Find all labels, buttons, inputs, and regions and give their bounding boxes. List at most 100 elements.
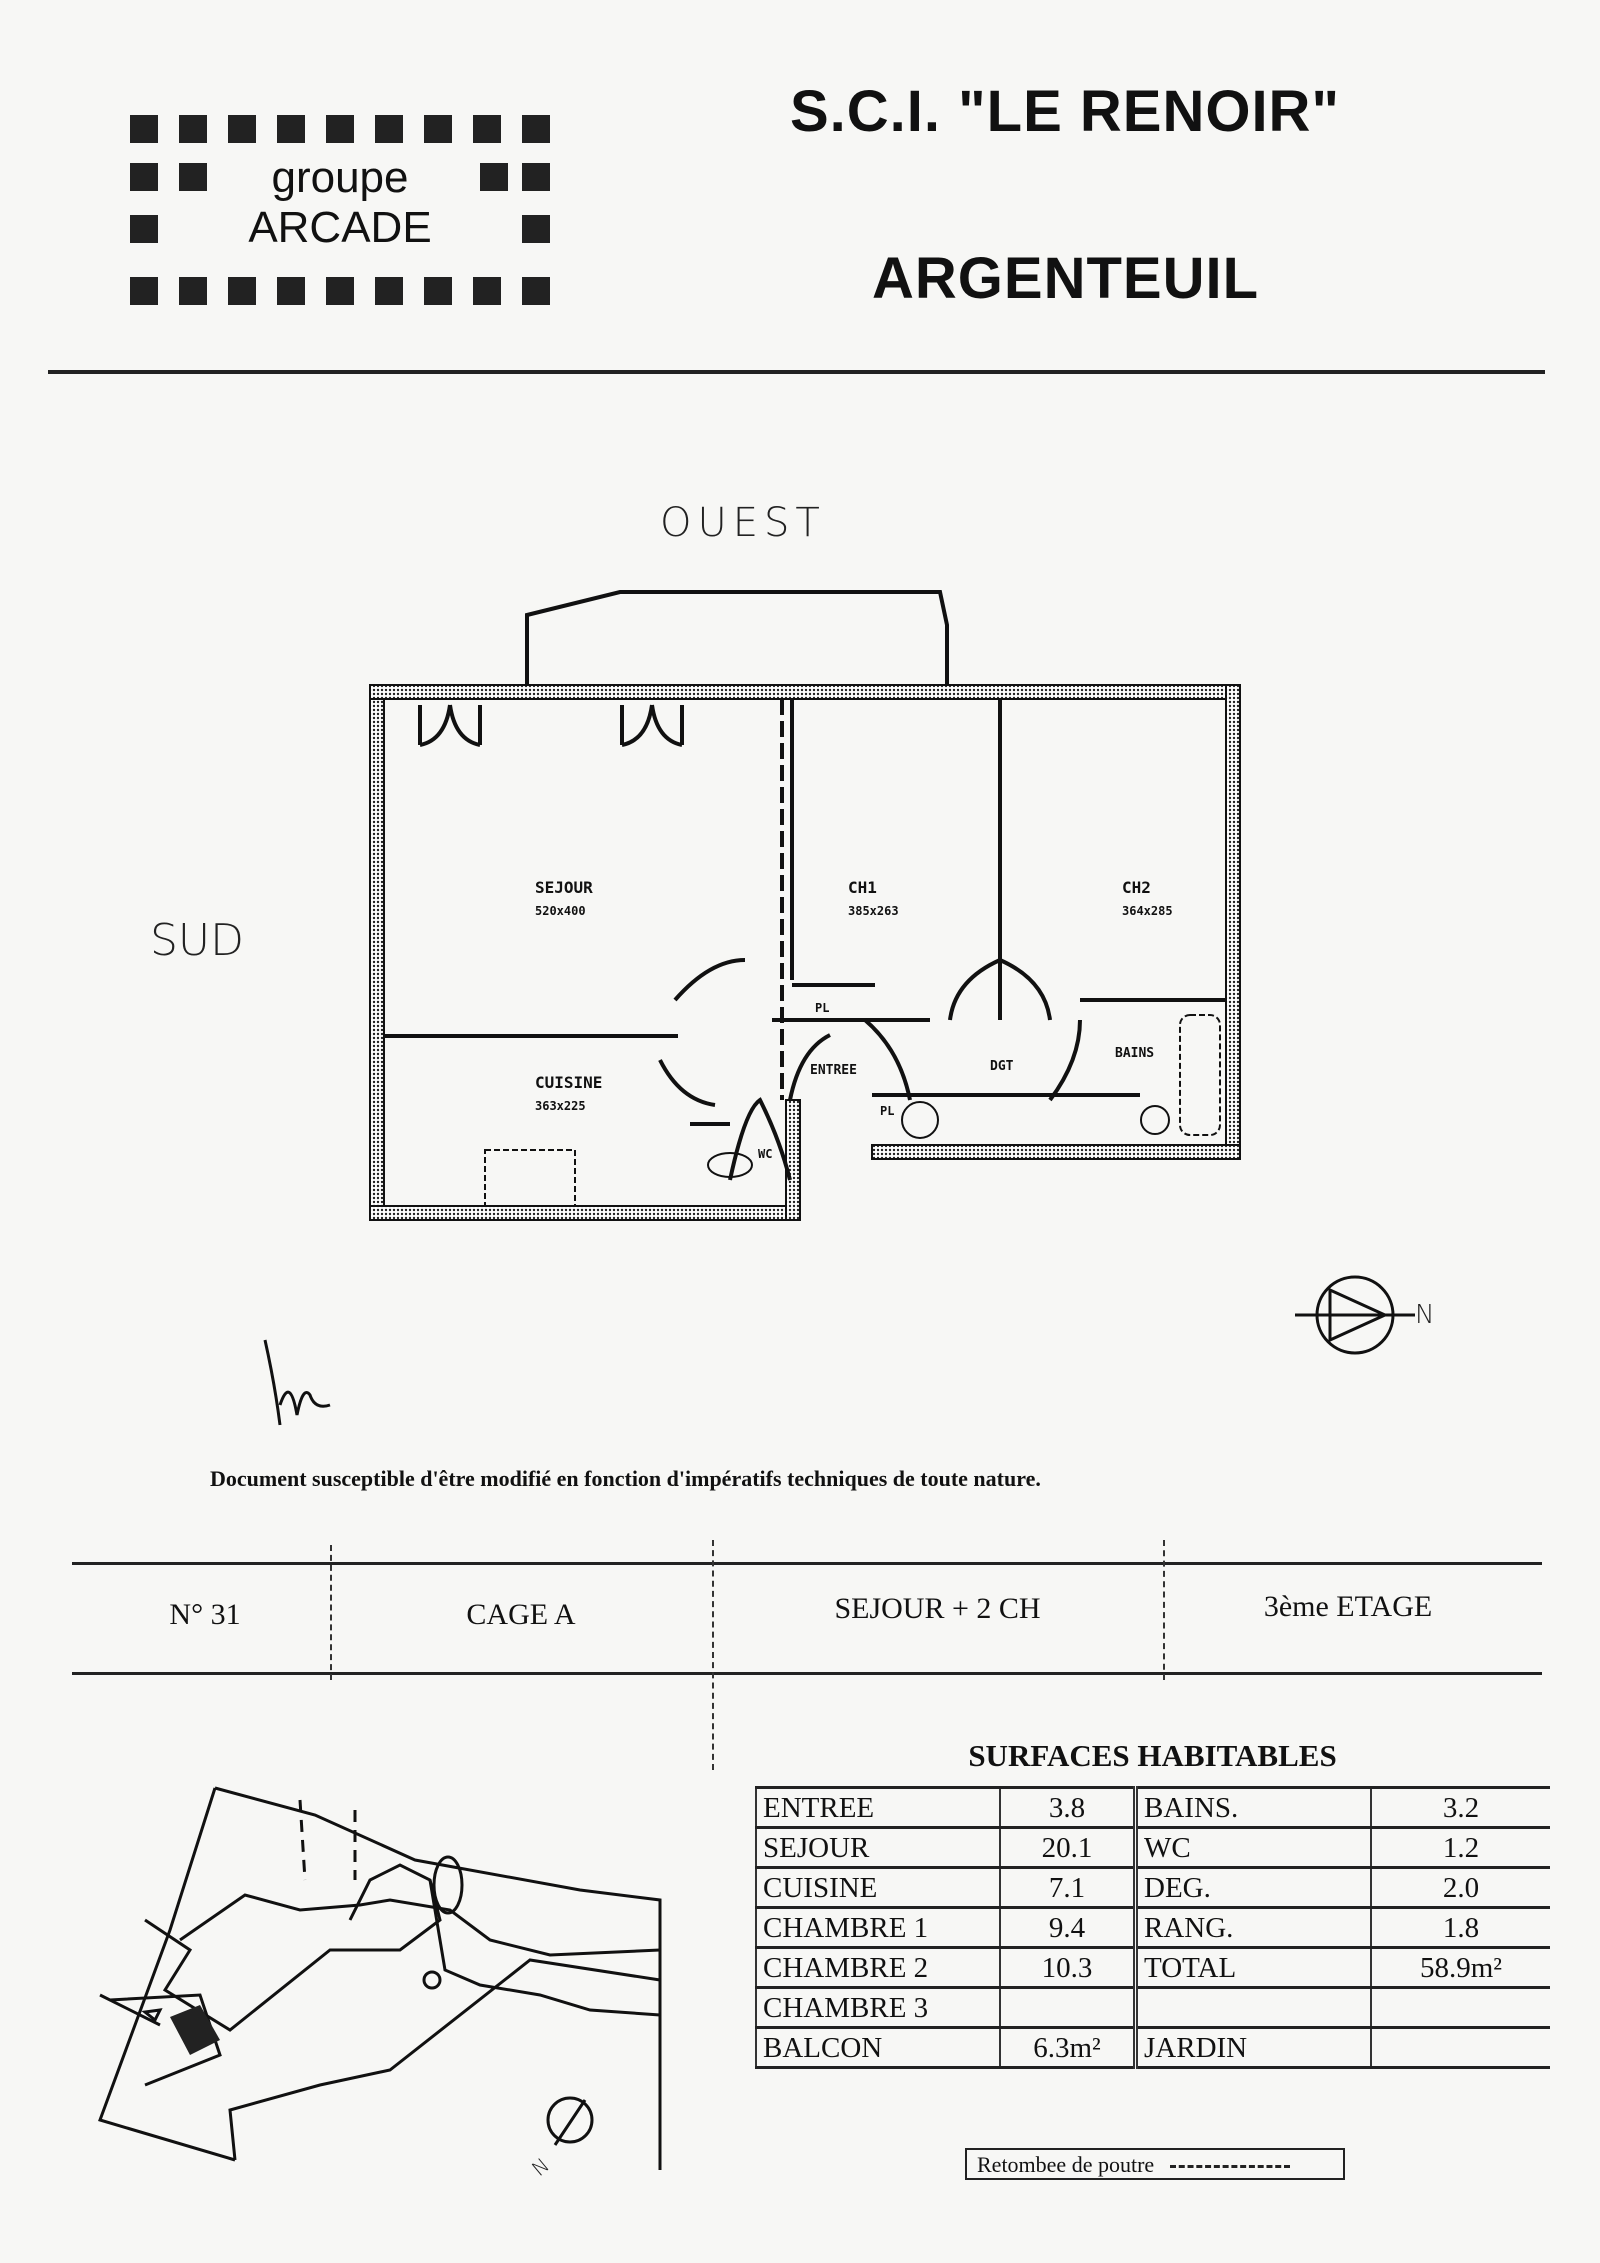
- room-label-ch2: CH2: [1122, 878, 1151, 897]
- logo-square: [522, 163, 550, 191]
- logo-square: [522, 215, 550, 243]
- info-divider: [1163, 1540, 1165, 1680]
- room-label-bains: BAINS: [1115, 1046, 1154, 1061]
- surface-value: 3.8: [999, 1786, 1136, 1829]
- retombee-legend: Retombee de poutre: [965, 2148, 1345, 2180]
- room-label-ch1: CH1: [848, 878, 877, 897]
- compass-north-label: N: [1415, 1300, 1435, 1330]
- room-dims-cuisine: 363x225: [535, 1099, 586, 1113]
- surface-value: 7.1: [999, 1866, 1136, 1909]
- retombee-label: Retombee de poutre: [977, 2152, 1155, 2177]
- logo-square: [375, 277, 403, 305]
- surface-row: CHAMBRE 3: [755, 1986, 1550, 2029]
- logo-line2: ARCADE: [248, 203, 432, 252]
- surface-value: [999, 1986, 1136, 2029]
- surfaces-title: SURFACES HABITABLES: [968, 1738, 1337, 1773]
- compass-icon: [1295, 1275, 1415, 1355]
- logo-square: [424, 115, 452, 143]
- surface-value2: 2.0: [1370, 1866, 1550, 1909]
- logo-square: [277, 115, 305, 143]
- logo-square: [326, 115, 354, 143]
- logo-square: [228, 277, 256, 305]
- logo-square: [480, 163, 508, 191]
- logo-line1: groupe: [271, 153, 409, 202]
- handwritten-signature: [263, 1339, 331, 1426]
- surface-label2: BAINS.: [1133, 1786, 1371, 1829]
- info-divider: [330, 1545, 332, 1680]
- room-label-dgt: DGT: [990, 1059, 1014, 1074]
- surface-label: CHAMBRE 1: [755, 1906, 1000, 1949]
- logo-square: [130, 215, 158, 243]
- surface-value: 10.3: [999, 1946, 1136, 1989]
- logo-square: [130, 115, 158, 143]
- room-dims-ch1: 385x263: [848, 904, 899, 918]
- logo-square: [130, 163, 158, 191]
- apartment-number: N° 31: [169, 1598, 241, 1631]
- site-map: [98, 1786, 662, 2170]
- floor-level: 3ème ETAGE: [1263, 1590, 1433, 1623]
- logo-square: [130, 277, 158, 305]
- building-location-marker: [170, 2005, 220, 2055]
- surface-value2: 1.8: [1370, 1906, 1550, 1949]
- surface-label: SEJOUR: [755, 1826, 1000, 1869]
- room-dims-sejour: 520x400: [535, 904, 586, 918]
- dashed-beam-icon: [1169, 2165, 1290, 2169]
- surface-label2: TOTAL: [1133, 1946, 1371, 1989]
- logo-square: [522, 277, 550, 305]
- room-label-entree: ENTREE: [810, 1063, 857, 1078]
- surface-value: 20.1: [999, 1826, 1136, 1869]
- logo-square: [326, 277, 354, 305]
- header-divider: [48, 370, 1545, 374]
- disclaimer-text: Document susceptible d'être modifié en f…: [210, 1466, 1041, 1491]
- orientation-sud: SUD: [150, 915, 245, 966]
- surface-label: CHAMBRE 2: [755, 1946, 1000, 1989]
- surface-value2: 58.9m²: [1370, 1946, 1550, 1989]
- surface-value2: [1370, 1986, 1550, 2029]
- logo-square: [473, 277, 501, 305]
- logo-square: [228, 115, 256, 143]
- cage: CAGE A: [466, 1598, 576, 1631]
- surface-label: ENTREE: [755, 1786, 1000, 1829]
- surface-label: BALCON: [755, 2026, 1000, 2069]
- surface-label2: JARDIN: [1133, 2026, 1371, 2069]
- apartment-type: SEJOUR + 2 CH: [834, 1592, 1041, 1625]
- logo-square: [375, 115, 403, 143]
- room-dims-ch2: 364x285: [1122, 904, 1173, 918]
- surface-value: 9.4: [999, 1906, 1136, 1949]
- info-bar-bottom-line: [72, 1672, 1542, 1675]
- surface-label2: [1133, 1986, 1371, 2029]
- surface-label2: WC: [1133, 1826, 1371, 1869]
- room-label-wc: WC: [758, 1147, 772, 1161]
- surface-value2: 1.2: [1370, 1826, 1550, 1869]
- surface-value2: [1370, 2026, 1550, 2069]
- project-title: S.C.I. "LE RENOIR": [790, 79, 1340, 144]
- groupe-arcade-logo: groupe ARCADE: [130, 115, 550, 305]
- surface-value2: 3.2: [1370, 1786, 1550, 1829]
- balcony: [525, 590, 949, 685]
- orientation-ouest: OUEST: [660, 500, 826, 546]
- floor-plan: SEJOUR 520x400 CH1 385x263 CH2 364x285 C…: [369, 590, 1241, 1221]
- surface-label2: DEG.: [1133, 1866, 1371, 1909]
- surface-label2: RANG.: [1133, 1906, 1371, 1949]
- logo-square: [522, 115, 550, 143]
- logo-square: [179, 277, 207, 305]
- info-divider: [712, 1540, 714, 1770]
- room-label-sejour: SEJOUR: [535, 878, 593, 897]
- room-label-pl1: PL: [815, 1001, 829, 1015]
- city-title: ARGENTEUIL: [872, 246, 1259, 311]
- logo-square: [179, 115, 207, 143]
- room-label-pl2: PL: [880, 1104, 894, 1118]
- logo-square: [179, 163, 207, 191]
- surface-value: 6.3m²: [999, 2026, 1136, 2069]
- surface-label: CUISINE: [755, 1866, 1000, 1909]
- logo-square: [424, 277, 452, 305]
- logo-square: [473, 115, 501, 143]
- room-label-cuisine: CUISINE: [535, 1073, 602, 1092]
